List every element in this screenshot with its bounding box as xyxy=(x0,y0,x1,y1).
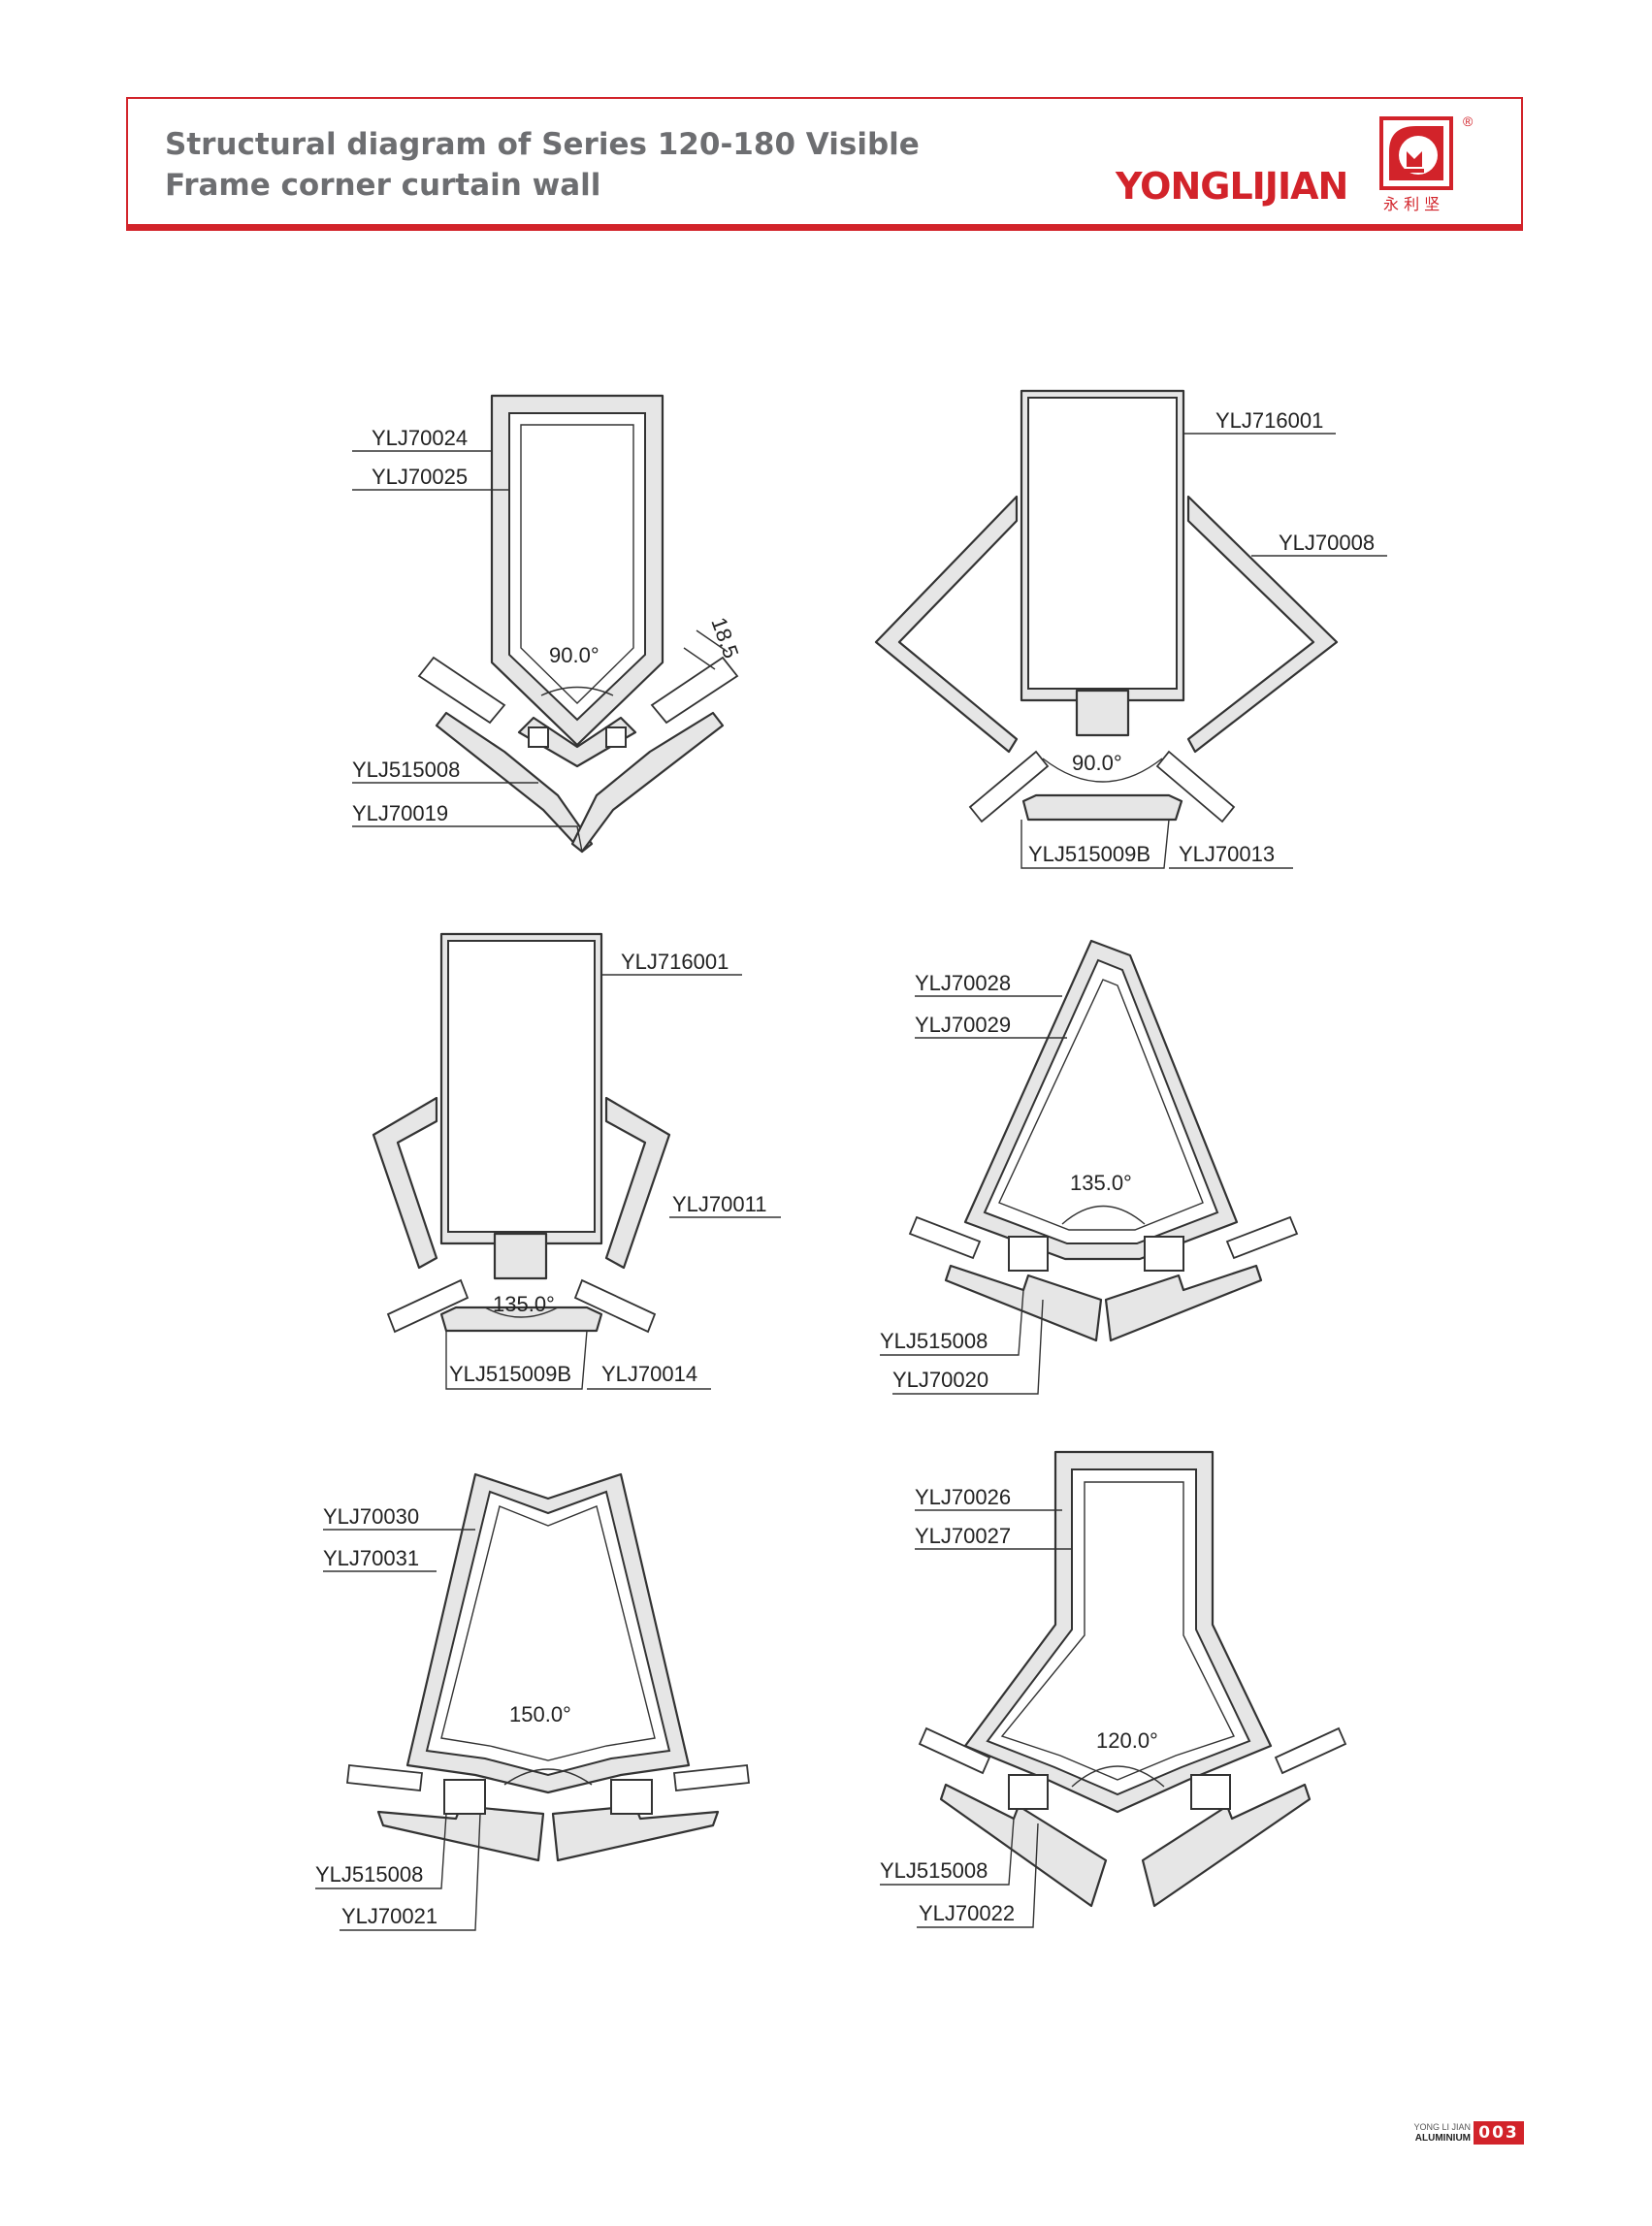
d1-glass-left xyxy=(417,656,506,725)
page-title: Structural diagram of Series 120-180 Vis… xyxy=(165,124,920,206)
d2-angle-label: 90.0° xyxy=(1072,751,1122,775)
footer-brand: YONG LI JIAN ALUMINIUM xyxy=(1387,2122,1471,2145)
diagram-1: 90.0° 18.5 YLJ70024 YLJ70025 YLJ515008 Y… xyxy=(352,394,743,854)
d3-label-4: YLJ70014 xyxy=(601,1362,697,1386)
d3-center-connector xyxy=(493,1232,548,1280)
d1-dimension-label: 18.5 xyxy=(706,614,743,661)
d3-glass-left xyxy=(386,1278,470,1334)
d5-base-left xyxy=(376,1804,545,1862)
d6-glass-right xyxy=(1274,1726,1347,1775)
brand-name: YONGLIJIAN xyxy=(1116,165,1348,208)
d3-angle-label: 135.0° xyxy=(493,1292,555,1316)
logo-chinese-text: 永 利 坚 xyxy=(1383,195,1440,213)
footer-line-1: YONG LI JIAN xyxy=(1413,2122,1471,2132)
diagram-2: 90.0° YLJ716001 YLJ70008 YLJ515009B YLJ7… xyxy=(874,389,1387,869)
page-number: 003 xyxy=(1474,2121,1524,2145)
diagram-6: 120.0° YLJ70026 YLJ70027 YLJ515008 YLJ70… xyxy=(880,1450,1347,1928)
d2-wing-left xyxy=(874,495,1019,754)
d2-glass-left xyxy=(968,750,1050,823)
d6-label-2: YLJ70027 xyxy=(915,1524,1011,1548)
brand-logo-icon: ® 永 利 坚 xyxy=(1379,113,1474,213)
d4-inner-frame xyxy=(983,958,1219,1244)
d5-label-1: YLJ70030 xyxy=(323,1504,419,1529)
d4-label-2: YLJ70029 xyxy=(915,1013,1011,1037)
d2-wing-right xyxy=(1186,495,1339,754)
d6-base-right xyxy=(1141,1783,1312,1908)
d1-label-2: YLJ70025 xyxy=(372,465,468,489)
d1-glass-right xyxy=(650,656,739,725)
d6-angle-label: 120.0° xyxy=(1096,1728,1158,1753)
diagram-4: 135.0° YLJ70028 YLJ70029 YLJ515008 YLJ70… xyxy=(880,939,1299,1395)
diagram-3: 135.0° YLJ716001 YLJ70011 YLJ515009B YLJ… xyxy=(372,932,781,1390)
d4-label-3: YLJ515008 xyxy=(880,1329,988,1353)
d6-label-3: YLJ515008 xyxy=(880,1858,988,1883)
d5-label-2: YLJ70031 xyxy=(323,1546,419,1570)
d5-base-right xyxy=(551,1804,720,1862)
d5-label-3: YLJ515008 xyxy=(315,1862,423,1887)
registered-mark: ® xyxy=(1463,113,1474,129)
d2-glass-right xyxy=(1155,750,1236,823)
footer-line-2: ALUMINIUM xyxy=(1414,2133,1471,2144)
d4-label-1: YLJ70028 xyxy=(915,971,1011,995)
d1-base-right xyxy=(570,711,725,854)
d2-label-4: YLJ70013 xyxy=(1179,842,1275,866)
d2-label-2: YLJ70008 xyxy=(1279,531,1375,555)
d2-center-connector xyxy=(1075,689,1130,737)
d4-base-right xyxy=(1104,1264,1263,1342)
d5-inner-frame xyxy=(425,1490,671,1777)
d6-label-4: YLJ70022 xyxy=(919,1901,1015,1925)
d2-label-1: YLJ716001 xyxy=(1215,408,1323,433)
d6-label-1: YLJ70026 xyxy=(915,1485,1011,1509)
d3-wing-right xyxy=(604,1096,671,1270)
d1-label-4: YLJ70019 xyxy=(352,801,448,825)
d4-glass-left xyxy=(908,1215,982,1260)
d3-wing-left xyxy=(372,1096,438,1270)
d3-label-3: YLJ515009B xyxy=(449,1362,571,1386)
d4-glass-right xyxy=(1225,1215,1299,1260)
d5-label-4: YLJ70021 xyxy=(341,1904,437,1928)
d1-label-3: YLJ515008 xyxy=(352,758,460,782)
title-line-2: Frame corner curtain wall xyxy=(165,168,601,203)
d5-angle-label: 150.0° xyxy=(509,1702,571,1726)
d4-angle-label: 135.0° xyxy=(1070,1171,1132,1195)
d3-glass-right xyxy=(573,1278,657,1334)
title-line-1: Structural diagram of Series 120-180 Vis… xyxy=(165,127,920,162)
diagram-5: 150.0° YLJ70030 YLJ70031 YLJ515008 YLJ70… xyxy=(315,1472,750,1931)
header-banner: Structural diagram of Series 120-180 Vis… xyxy=(126,97,1523,231)
d3-mullion-cavity xyxy=(447,940,596,1233)
d1-inner-frame xyxy=(508,412,646,722)
d1-angle-label: 90.0° xyxy=(549,643,599,667)
d3-label-1: YLJ716001 xyxy=(621,950,729,974)
d6-glass-left xyxy=(918,1726,991,1775)
d5-glass-left xyxy=(346,1764,423,1791)
d2-mullion-cavity xyxy=(1027,397,1178,690)
d5-glass-right xyxy=(673,1764,750,1791)
d4-label-4: YLJ70020 xyxy=(892,1368,988,1392)
d2-pressure-plate xyxy=(1021,793,1183,822)
d1-label-1: YLJ70024 xyxy=(372,426,468,450)
d3-label-2: YLJ70011 xyxy=(672,1192,766,1216)
d2-label-3: YLJ515009B xyxy=(1028,842,1150,866)
